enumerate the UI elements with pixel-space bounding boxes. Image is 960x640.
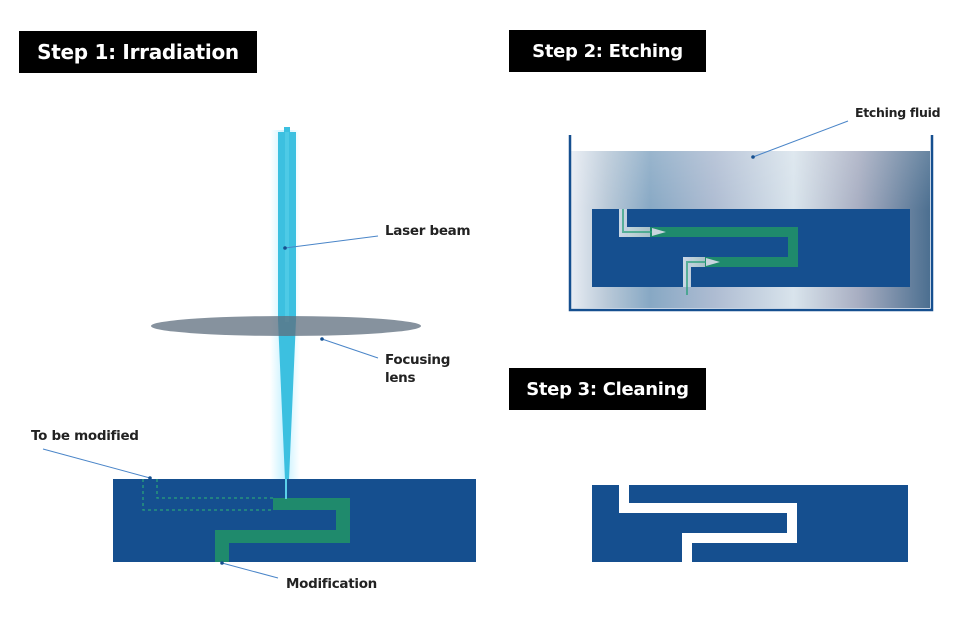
laser-core bbox=[285, 132, 289, 322]
etched-channel-lower-inner bbox=[686, 261, 708, 295]
label-etching-fluid: Etching fluid bbox=[855, 105, 941, 120]
leader-dot-laser bbox=[283, 246, 287, 250]
step1-title: Step 1: Irradiation bbox=[19, 31, 257, 73]
leader-dot-to-be-modified bbox=[148, 476, 152, 480]
leader-etching-fluid bbox=[752, 120, 849, 158]
substrate-step3 bbox=[592, 485, 908, 562]
fluid-highlight bbox=[571, 151, 930, 211]
step2-title: Step 2: Etching bbox=[509, 30, 706, 72]
label-focusing-lens-line2: lens bbox=[385, 370, 416, 386]
modification-region bbox=[215, 498, 350, 562]
leader-modification bbox=[221, 562, 279, 579]
label-to-be-modified: To be modified bbox=[31, 428, 139, 444]
label-laser-beam: Laser beam bbox=[385, 223, 471, 239]
label-focusing-lens-line1: Focusing bbox=[385, 352, 451, 368]
etched-channel-upper-inner bbox=[622, 209, 655, 233]
etching-container bbox=[568, 135, 934, 312]
leader-dot-fluid bbox=[751, 155, 755, 159]
substrate-step2 bbox=[592, 209, 910, 287]
modification-step2 bbox=[628, 227, 798, 267]
step3-title: Step 3: Cleaning bbox=[509, 368, 706, 410]
label-modification: Modification bbox=[286, 576, 377, 592]
leader-laser-beam bbox=[284, 235, 379, 249]
flow-arrow-upper bbox=[652, 228, 666, 236]
leader-to-be-modified bbox=[42, 448, 151, 479]
etched-channel-upper bbox=[619, 209, 650, 237]
leader-dot-lens bbox=[320, 337, 324, 341]
substrate-step1 bbox=[113, 479, 476, 562]
flow-arrow-lower bbox=[706, 258, 720, 266]
laser-tip bbox=[285, 479, 287, 499]
focusing-lens bbox=[151, 316, 421, 336]
etched-channel-lower bbox=[683, 257, 705, 287]
leader-focusing-lens bbox=[321, 338, 379, 359]
leader-dot-modification bbox=[220, 561, 224, 565]
to-be-modified-outline bbox=[142, 479, 273, 511]
